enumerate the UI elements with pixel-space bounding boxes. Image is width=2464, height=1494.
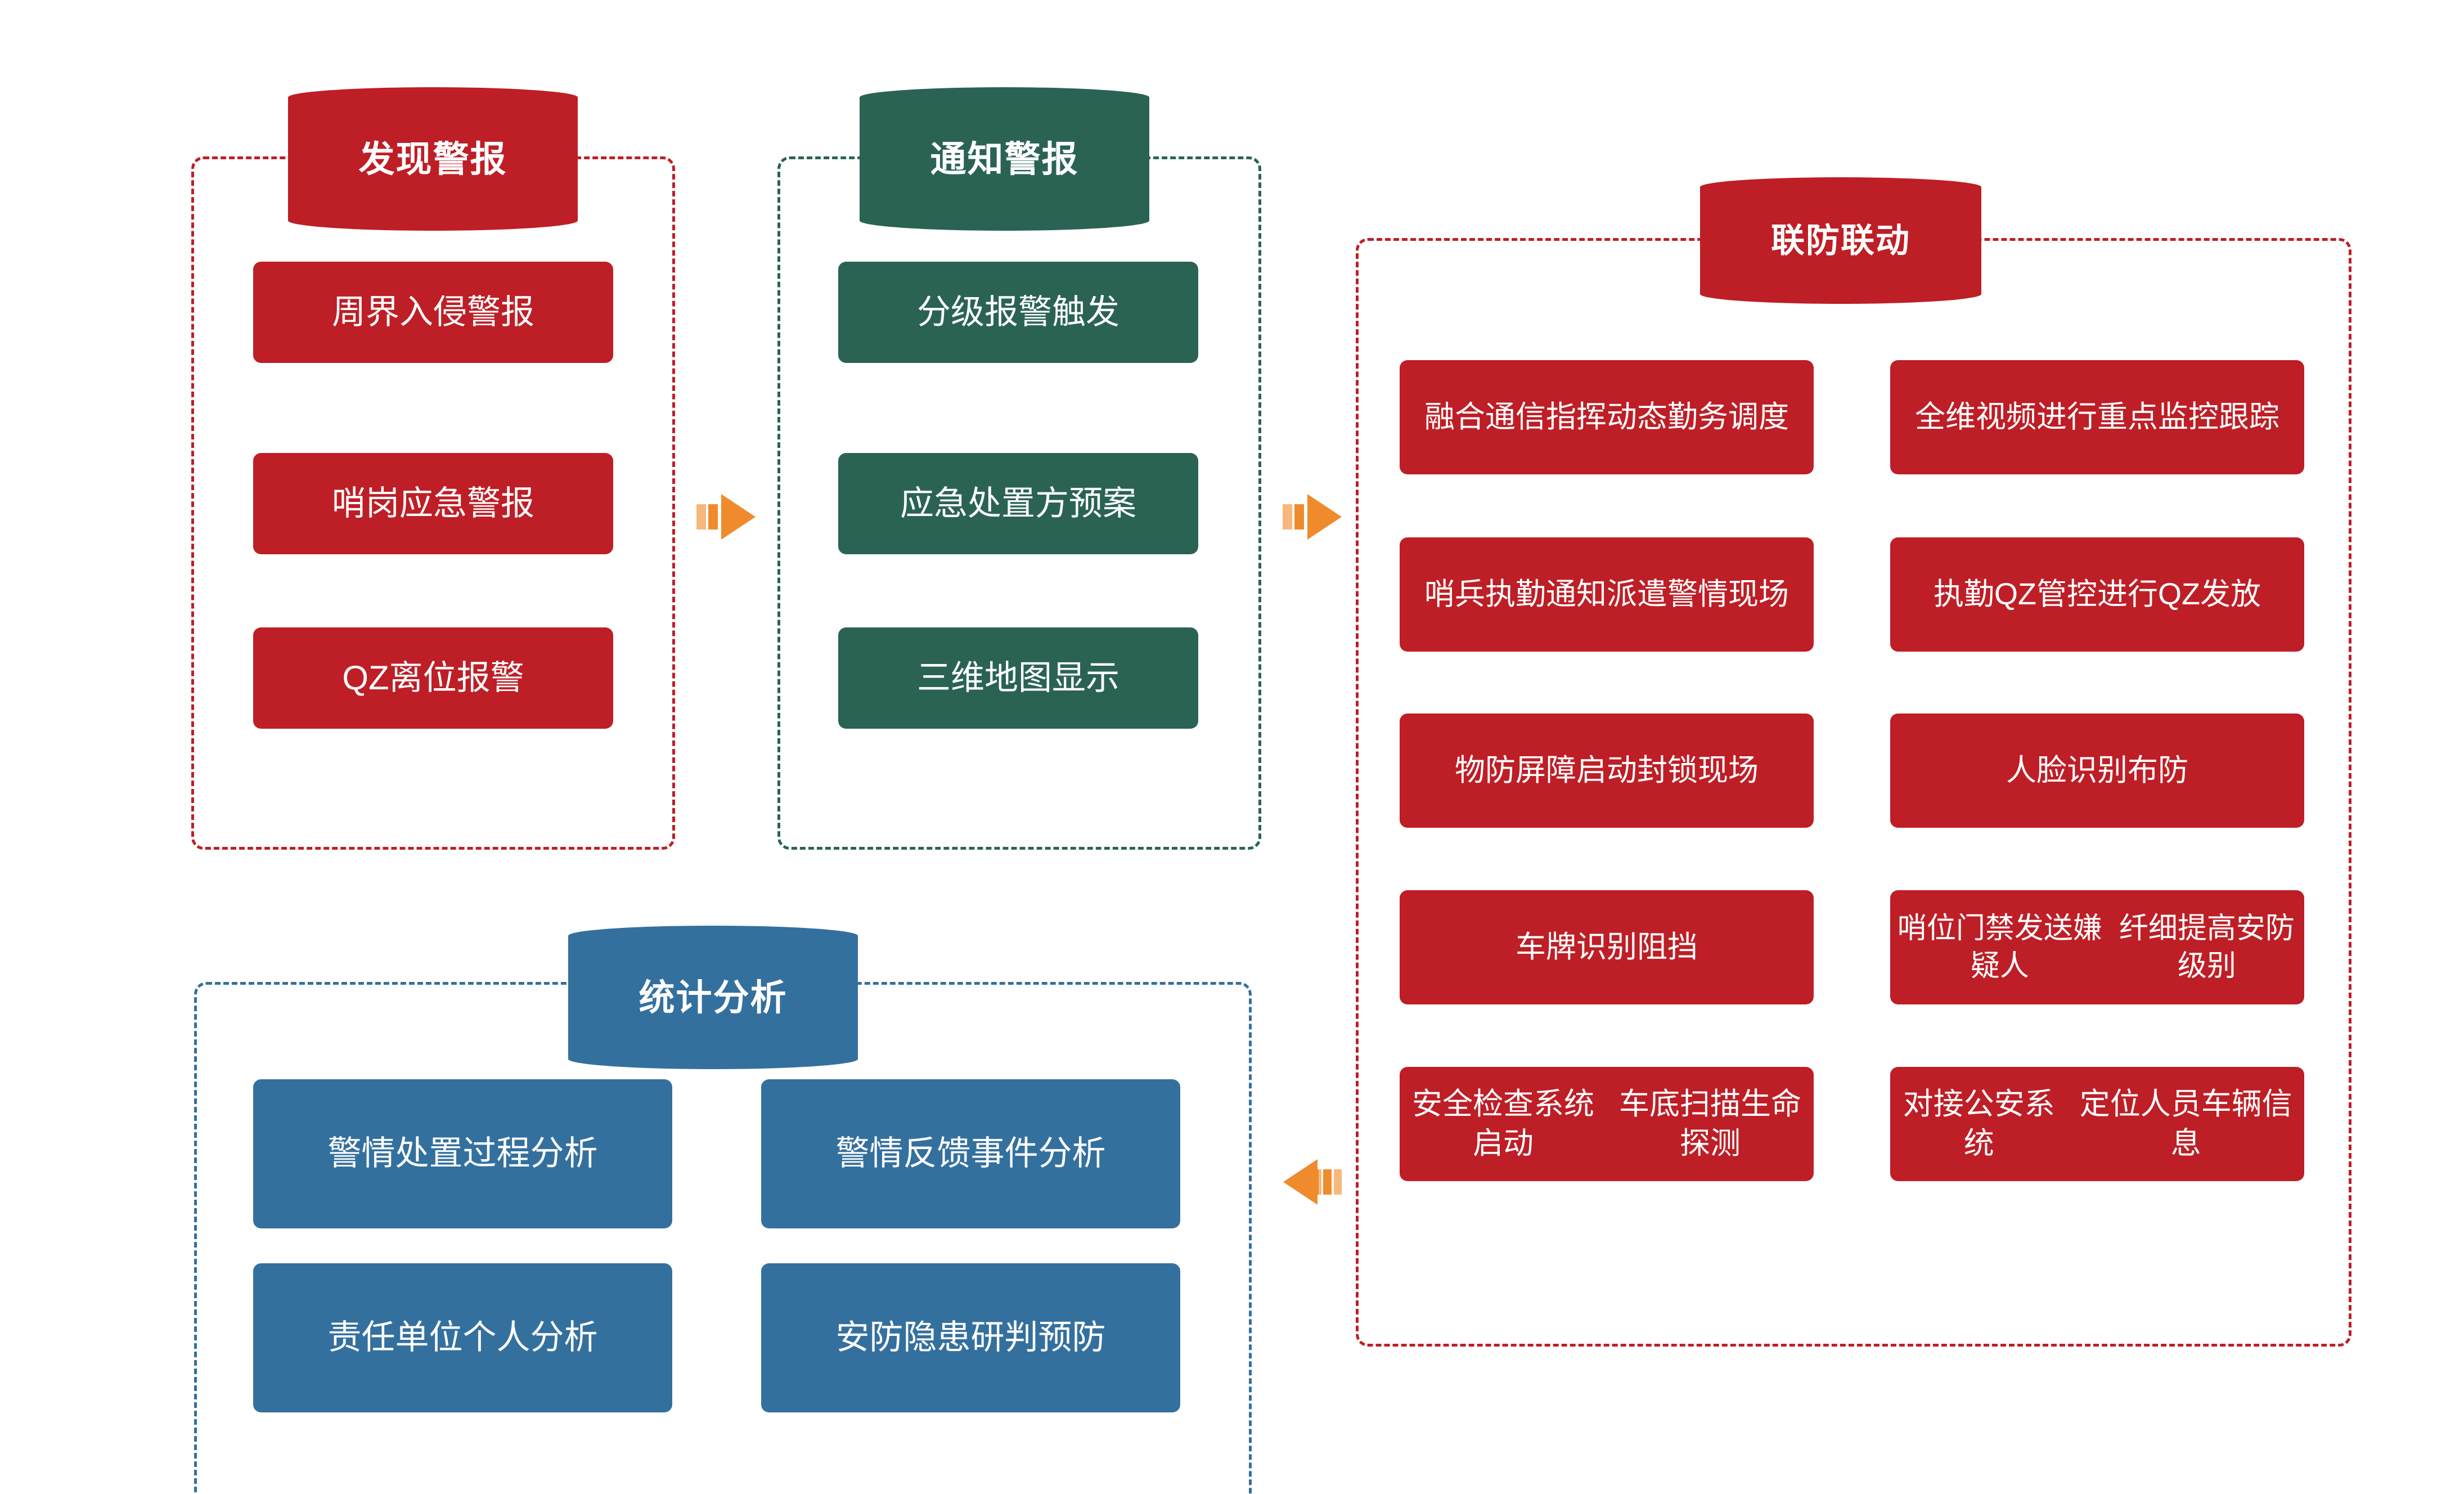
card-line-2: 车底扫描生命探测 [1619, 1087, 1801, 1160]
card-statistics-0[interactable]: 警情处置过程分析 [253, 1079, 672, 1228]
section-header-notify[interactable]: 通知警报 [860, 87, 1149, 231]
card-line-1: 融合通信指挥 [1424, 400, 1607, 434]
card-line-2: 派遣警情现场 [1607, 577, 1789, 611]
section-header-statistics[interactable]: 统计分析 [568, 926, 858, 1069]
card-line-1: 人脸识别布防 [2006, 753, 2188, 787]
card-discover-2[interactable]: QZ离位报警 [253, 627, 613, 729]
card-line-2: 重点监控跟踪 [2097, 400, 2279, 434]
card-joint-left-3[interactable]: 车牌识别阻挡 [1400, 890, 1814, 1004]
card-notify-1[interactable]: 应急处置方预案 [838, 453, 1198, 554]
section-header-joint-defense[interactable]: 联防联动 [1700, 177, 1981, 304]
arrow-notify-to-joint-defense [1283, 487, 1350, 546]
card-notify-0[interactable]: 分级报警触发 [838, 262, 1198, 363]
card-discover-1[interactable]: 哨岗应急警报 [253, 453, 613, 554]
card-joint-right-1[interactable]: 执勤QZ管控 进行QZ发放 [1890, 537, 2304, 652]
card-line-2: 纤细提高安防级别 [2119, 912, 2295, 982]
card-statistics-2[interactable]: 责任单位个人分析 [253, 1263, 672, 1412]
card-line-1: 哨位门禁发送嫌疑人 [1897, 912, 2102, 982]
card-line-1: 安全检查系统启动 [1412, 1087, 1594, 1160]
card-statistics-3[interactable]: 安防隐患研判预防 [761, 1263, 1180, 1412]
card-line-1: 哨兵执勤通知 [1424, 577, 1607, 611]
card-joint-left-0[interactable]: 融合通信指挥 动态勤务调度 [1400, 360, 1814, 474]
card-statistics-1[interactable]: 警情反馈事件分析 [761, 1079, 1180, 1228]
card-line-2: 定位人员车辆信息 [2079, 1087, 2292, 1160]
card-line-2: 进行QZ发放 [2097, 577, 2261, 611]
card-joint-left-2[interactable]: 物防屏障启动 封锁现场 [1400, 714, 1814, 828]
arrow-discover-to-notify [696, 487, 764, 546]
card-joint-left-1[interactable]: 哨兵执勤通知 派遣警情现场 [1400, 537, 1814, 652]
card-line-1: 车牌识别阻挡 [1516, 930, 1698, 964]
card-discover-0[interactable]: 周界入侵警报 [253, 262, 613, 363]
card-joint-right-3[interactable]: 哨位门禁发送嫌疑人 纤细提高安防级别 [1890, 890, 2304, 1004]
arrow-joint-defense-to-statistics [1276, 1152, 1343, 1212]
card-line-1: 全维视频进行 [1915, 400, 2097, 434]
card-joint-right-2[interactable]: 人脸识别布防 [1890, 714, 2304, 828]
card-notify-2[interactable]: 三维地图显示 [838, 627, 1198, 729]
card-line-1: 执勤QZ管控 [1934, 577, 2097, 611]
card-line-1: 对接公安系统 [1903, 1087, 2055, 1160]
card-line-2: 封锁现场 [1637, 753, 1759, 787]
card-joint-right-4[interactable]: 对接公安系统 定位人员车辆信息 [1890, 1067, 2304, 1181]
section-header-discover[interactable]: 发现警报 [288, 87, 578, 231]
card-joint-right-0[interactable]: 全维视频进行 重点监控跟踪 [1890, 360, 2304, 474]
card-line-1: 物防屏障启动 [1455, 753, 1637, 787]
card-joint-left-4[interactable]: 安全检查系统启动 车底扫描生命探测 [1400, 1067, 1814, 1181]
card-line-2: 动态勤务调度 [1607, 400, 1789, 434]
